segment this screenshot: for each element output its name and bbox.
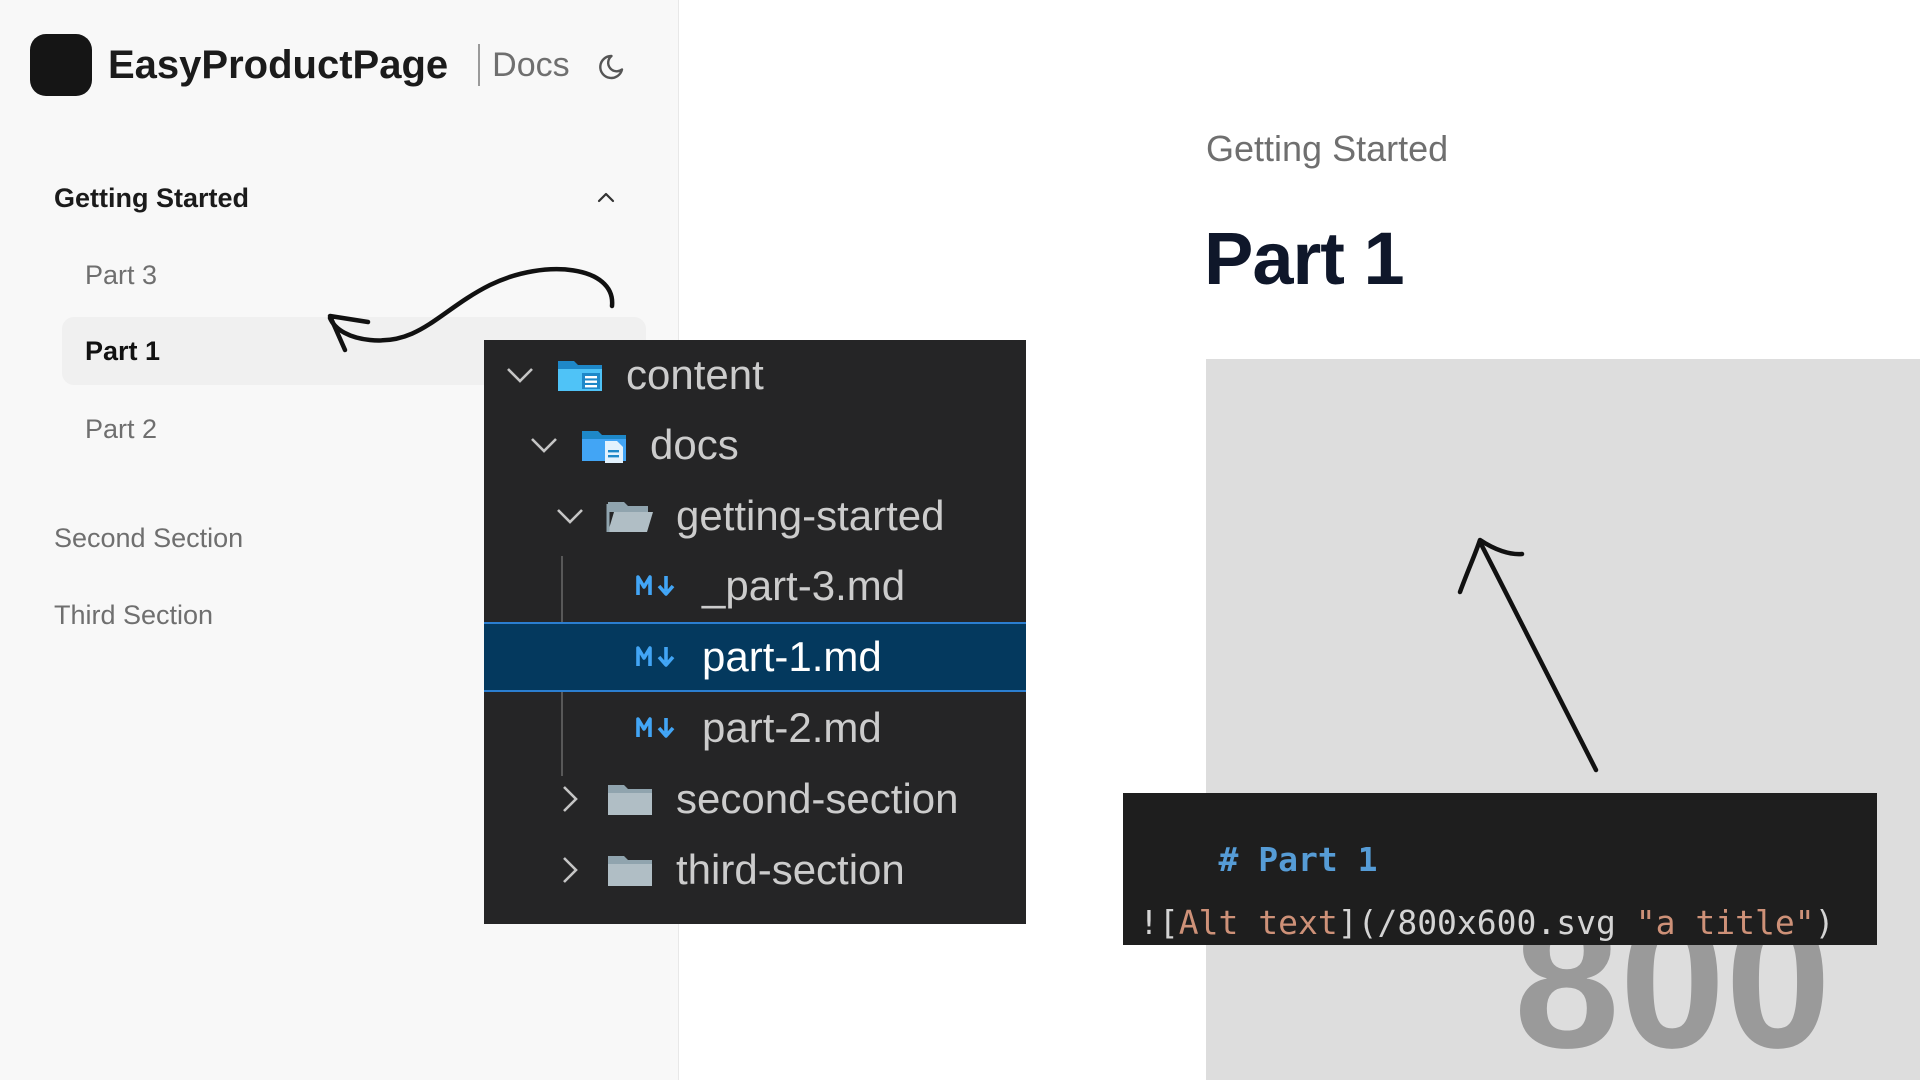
code-token: ) bbox=[1814, 903, 1835, 942]
sidebar-item-part-2[interactable]: Part 2 bbox=[62, 395, 646, 463]
tree-item-label: second-section bbox=[676, 775, 959, 822]
arrow-up-icon bbox=[1457, 537, 1599, 773]
tree-folder-getting-started[interactable]: getting-started bbox=[484, 481, 1026, 551]
file-explorer: content docs getting-started _part-3.md … bbox=[484, 340, 1026, 924]
markdown-code-snippet: # Part 1 ![Alt text](/800x600.svg "a tit… bbox=[1123, 793, 1877, 945]
code-image-line: ![Alt text](/800x600.svg "a title") bbox=[1139, 903, 1834, 942]
tree-item-label: content bbox=[626, 351, 764, 398]
folder-config-icon bbox=[558, 361, 602, 391]
code-token: ]( bbox=[1337, 903, 1378, 942]
app-logo bbox=[30, 34, 92, 96]
sidebar-item-part-3[interactable]: Part 3 bbox=[62, 241, 646, 309]
docs-label: Docs bbox=[492, 45, 570, 84]
breadcrumb[interactable]: Getting Started bbox=[1206, 128, 1449, 169]
code-token: ![ bbox=[1139, 903, 1179, 942]
curved-arrow-icon bbox=[327, 267, 615, 353]
markdown-icon bbox=[636, 575, 675, 596]
moon-icon[interactable] bbox=[596, 48, 630, 82]
chevron-down-icon bbox=[507, 368, 533, 383]
tree-file-part-1[interactable]: part-1.md bbox=[484, 622, 1026, 692]
brand[interactable]: EasyProductPage Docs bbox=[30, 34, 570, 96]
tree-file-part-2[interactable]: part-2.md bbox=[484, 693, 1026, 763]
markdown-icon bbox=[636, 646, 675, 667]
folder-icon bbox=[608, 785, 652, 815]
chevron-right-icon bbox=[563, 786, 578, 812]
sidebar-item-label: Part 3 bbox=[85, 259, 158, 290]
folder-icon bbox=[608, 856, 652, 886]
tree-item-label: docs bbox=[650, 421, 739, 468]
markdown-icon bbox=[636, 717, 675, 738]
code-token: Alt text bbox=[1178, 903, 1338, 942]
sidebar-item-label: Part 2 bbox=[85, 413, 158, 444]
chevron-up-icon bbox=[597, 192, 615, 203]
tree-item-label: getting-started bbox=[676, 492, 945, 539]
code-token: "a title" bbox=[1635, 903, 1815, 942]
folder-open-icon bbox=[606, 502, 653, 532]
page-title: Part 1 bbox=[1204, 217, 1405, 300]
tree-item-label: third-section bbox=[676, 846, 905, 893]
app-title: EasyProductPage bbox=[108, 42, 449, 87]
tree-folder-docs[interactable]: docs bbox=[484, 410, 1026, 480]
chevron-down-icon bbox=[557, 509, 583, 524]
tree-folder-content[interactable]: content bbox=[484, 340, 1026, 410]
tree-item-label: _part-3.md bbox=[702, 562, 906, 609]
chevron-down-icon bbox=[531, 438, 557, 453]
code-hash: # bbox=[1218, 840, 1239, 879]
tree-item-label: part-1.md bbox=[702, 633, 882, 680]
nav-group-getting-started[interactable]: Getting Started bbox=[54, 178, 622, 218]
folder-docs-icon bbox=[582, 431, 626, 463]
title-separator bbox=[478, 44, 481, 86]
sidebar-section-third[interactable]: Third Section bbox=[54, 600, 214, 630]
code-heading-line: # Part 1 bbox=[1139, 801, 1377, 918]
sidebar-section-second[interactable]: Second Section bbox=[54, 523, 244, 553]
tree-folder-third-section[interactable]: third-section bbox=[484, 835, 1026, 905]
nav-group-title: Getting Started bbox=[54, 182, 250, 213]
tree-file-part-3[interactable]: _part-3.md bbox=[484, 551, 1026, 621]
tree-item-label: part-2.md bbox=[702, 704, 882, 751]
sidebar-item-label: Part 1 bbox=[85, 335, 161, 366]
tree-folder-second-section[interactable]: second-section bbox=[484, 764, 1026, 834]
chevron-right-icon bbox=[563, 857, 578, 883]
code-heading-text: Part 1 bbox=[1258, 840, 1378, 879]
code-token: /800x600.svg bbox=[1377, 903, 1616, 942]
